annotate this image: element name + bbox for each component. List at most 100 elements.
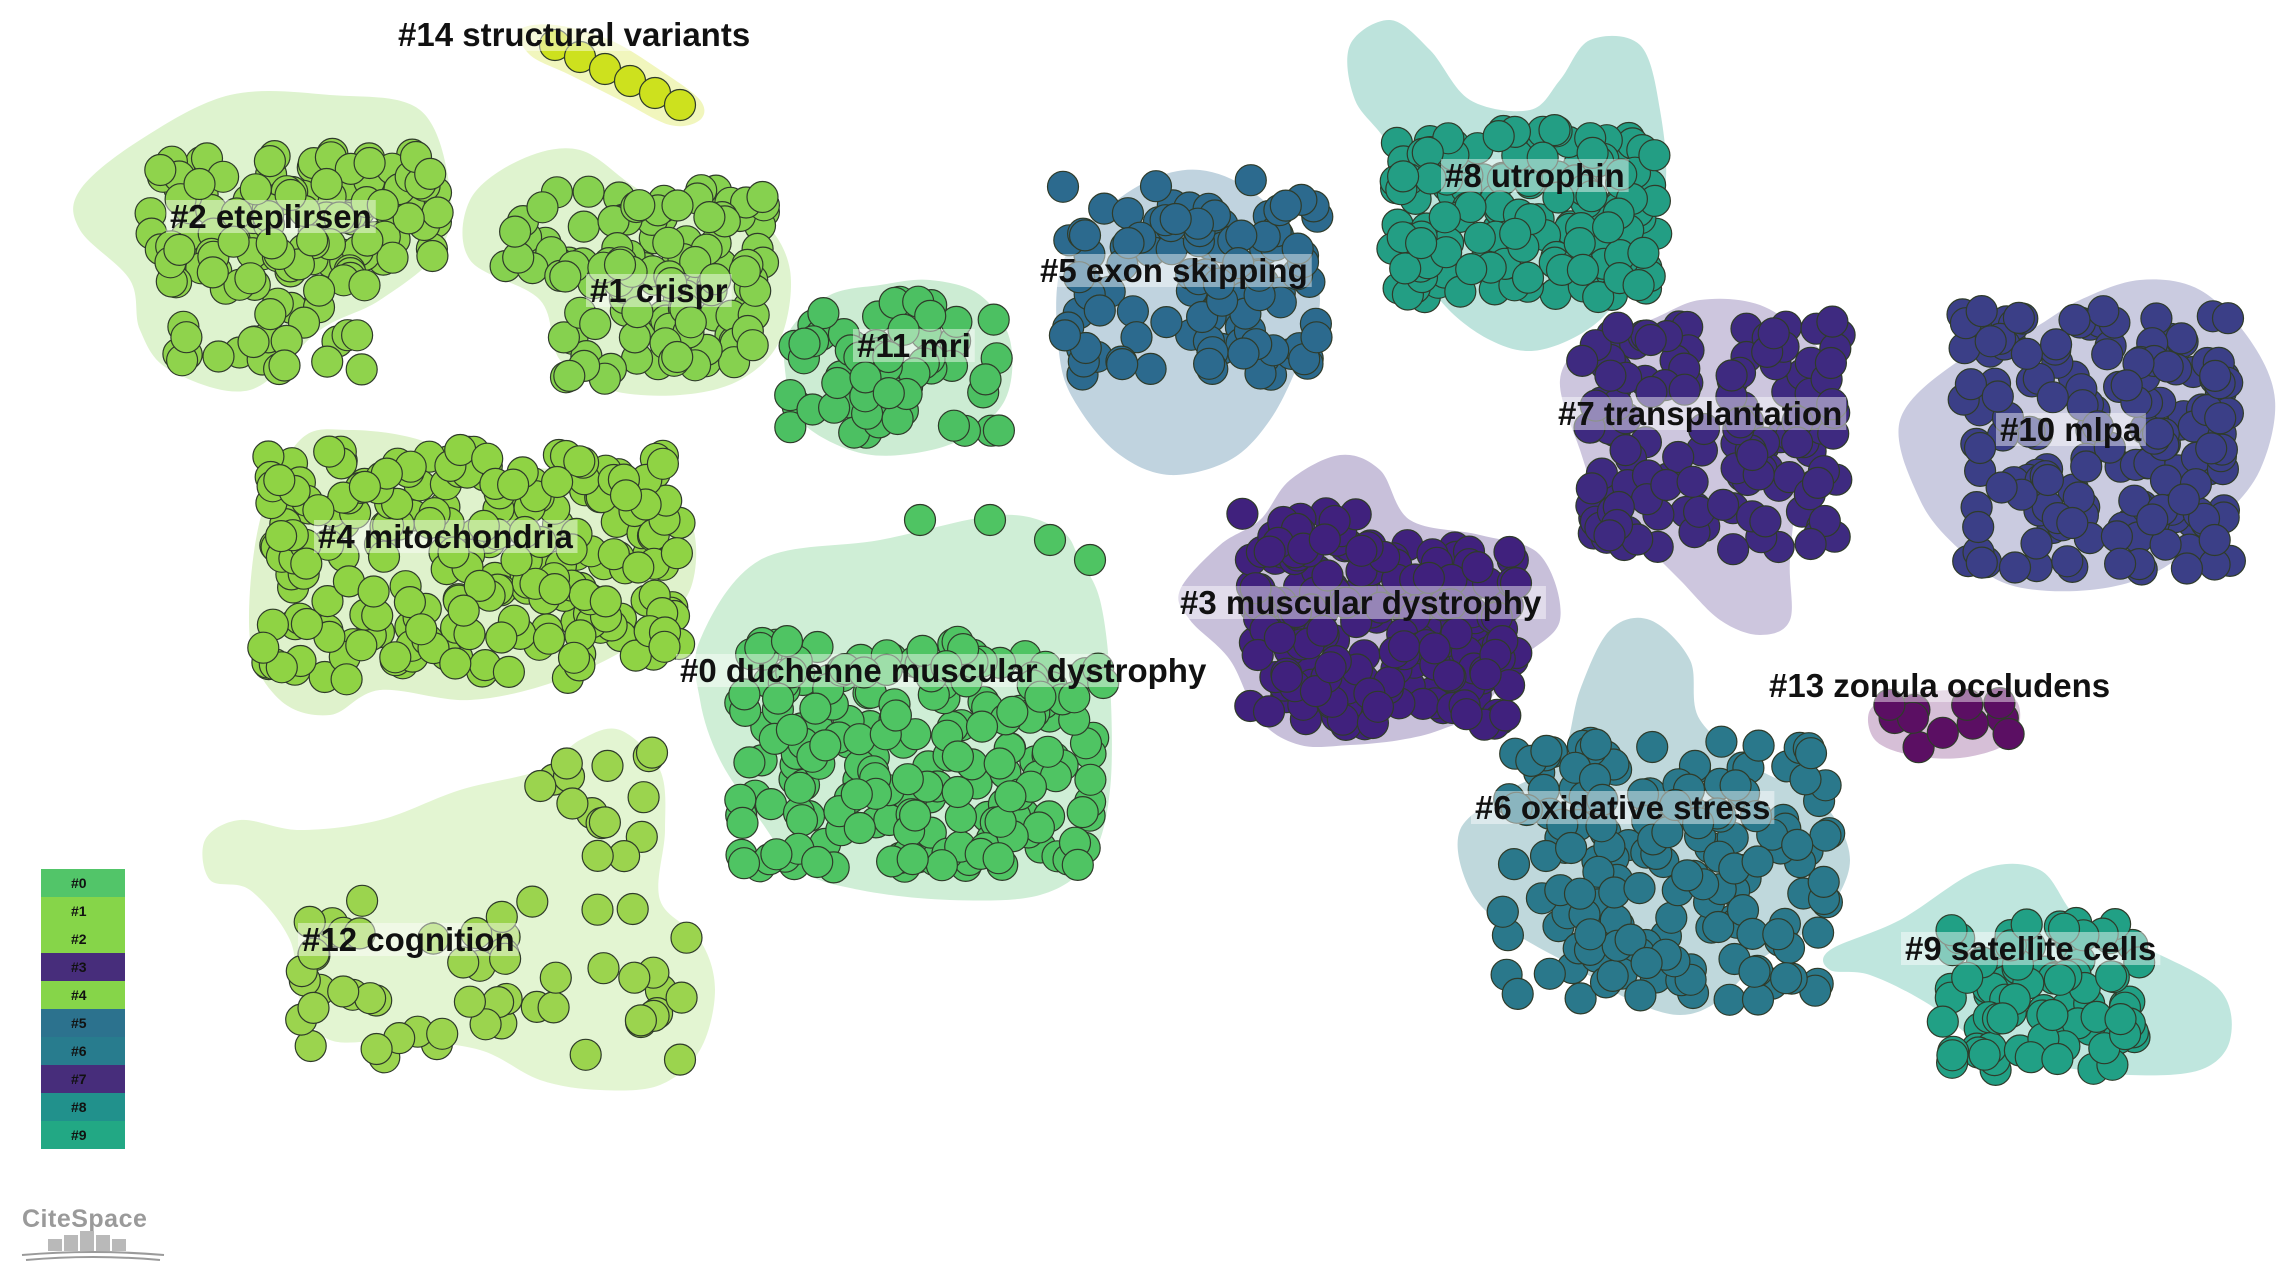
- cluster-3-node: [1311, 559, 1344, 592]
- legend-item-6: #6: [41, 1037, 125, 1065]
- cluster-3-node: [1499, 566, 1533, 600]
- cluster-0-node: [783, 771, 817, 804]
- cluster-0-node: [799, 692, 832, 725]
- cluster-5-node: [1063, 261, 1096, 294]
- cluster-8-node: [1605, 158, 1638, 191]
- cluster-6-node: [1655, 901, 1688, 934]
- cluster-7-node: [1566, 344, 1599, 377]
- cluster-4-node: [263, 464, 296, 497]
- cluster-2-node: [202, 340, 235, 373]
- cluster-0-node: [809, 729, 842, 762]
- cluster-8-node: [1482, 120, 1515, 153]
- cluster-11-node: [872, 340, 905, 374]
- cluster-5-node: [1120, 321, 1153, 354]
- cluster-12-node: [343, 917, 376, 950]
- cluster-1-node: [579, 307, 612, 341]
- cluster-11-node: [872, 377, 905, 410]
- cluster-7-node: [1593, 519, 1626, 552]
- cluster-12-node: [550, 747, 583, 780]
- cluster-1-node: [572, 175, 605, 208]
- cluster-0-node: [906, 634, 939, 668]
- cluster-7-node: [1801, 466, 1835, 499]
- cluster-label-14: #14 structural variants: [398, 16, 750, 53]
- cluster-4-node: [439, 647, 472, 680]
- cluster-1-node: [526, 191, 559, 224]
- cluster-labels: #0 duchenne muscular dystrophy#1 crispr#…: [166, 16, 2161, 967]
- cluster-9-node: [2041, 1042, 2074, 1076]
- cluster-7-node: [1716, 533, 1750, 566]
- cluster-8-node: [1576, 136, 1609, 169]
- cluster-6-node: [1807, 865, 1840, 899]
- cluster-10-node: [2002, 301, 2036, 334]
- cluster-label-bg-10: [1996, 413, 2146, 446]
- cluster-11-node: [788, 327, 821, 360]
- cluster-4-node: [393, 585, 426, 619]
- cluster-13-node: [1951, 688, 1984, 722]
- cluster-1-node: [623, 189, 656, 222]
- cluster-2-node: [348, 269, 381, 302]
- cluster-10-node: [2141, 417, 2175, 450]
- cluster-label-6: #6 oxidative stress: [1475, 789, 1770, 826]
- cluster-3-node: [1412, 561, 1446, 595]
- cluster-8-node: [1622, 269, 1655, 302]
- cluster-2-node: [310, 167, 343, 201]
- cluster-12-node: [624, 1004, 658, 1037]
- cluster-8-node: [1389, 252, 1422, 285]
- cluster-2-node: [217, 225, 250, 258]
- cluster-0-node: [898, 799, 932, 832]
- cluster-label-4: #4 mitochondria: [318, 518, 574, 555]
- cluster-5-node: [1083, 294, 1116, 327]
- cluster-12-node: [581, 893, 614, 926]
- cluster-2-node: [416, 239, 449, 273]
- cluster-label-1: #1 crispr: [590, 272, 728, 309]
- cluster-8-node: [1386, 160, 1420, 193]
- cluster-12-node: [524, 769, 557, 803]
- cluster-2-node: [255, 227, 288, 260]
- cluster-10-node: [2198, 523, 2231, 557]
- cluster-1-node: [736, 329, 769, 362]
- cluster-7-node: [1676, 465, 1709, 498]
- cluster-10-node: [1985, 471, 2018, 504]
- cluster-11-node: [969, 363, 1002, 396]
- cluster-12-node: [297, 991, 330, 1025]
- cluster-6-node: [1630, 946, 1663, 980]
- cluster-10-node: [2151, 350, 2184, 383]
- cluster-0-node: [733, 746, 766, 779]
- cluster-12-node: [539, 961, 572, 994]
- cluster-6-node: [1564, 982, 1597, 1015]
- cluster-6-node: [1563, 877, 1597, 910]
- cluster-3-node: [1345, 534, 1378, 567]
- cluster-10-node: [2020, 527, 2053, 560]
- cluster-label-3: #3 muscular dystrophy: [1180, 584, 1542, 621]
- cluster-12-node: [417, 922, 450, 955]
- cluster-1-node: [655, 267, 688, 300]
- cluster-2-node: [341, 319, 374, 352]
- cluster-4-node: [496, 468, 530, 501]
- cluster-4-node: [467, 509, 500, 543]
- cluster-3-node: [1329, 586, 1363, 619]
- cluster-7-node: [1757, 317, 1790, 350]
- cluster-label-8: #8 utrophin: [1445, 157, 1625, 194]
- cluster-5-node: [1300, 321, 1333, 354]
- cluster-6-node: [1713, 983, 1746, 1016]
- cluster-1-node: [674, 306, 707, 339]
- cluster-11-node: [914, 299, 947, 332]
- cluster-10-node: [2195, 432, 2228, 465]
- cluster-8-node: [1455, 253, 1488, 286]
- cluster-label-10: #10 mlpa: [2000, 411, 2142, 448]
- cluster-0-node: [727, 847, 761, 880]
- cluster-11-node: [821, 366, 854, 400]
- cluster-12-node: [447, 946, 480, 979]
- cluster-9-node: [1936, 1039, 1969, 1072]
- cluster-label-bg-7: [1554, 397, 1847, 430]
- cluster-10-node: [1954, 368, 1988, 401]
- cluster-5-node: [1234, 164, 1267, 197]
- cluster-7-node: [1687, 412, 1721, 446]
- cluster-0-node: [1031, 735, 1065, 768]
- cluster-6-node: [1623, 871, 1656, 905]
- cluster-0-node: [996, 695, 1029, 729]
- cluster-label-12: #12 cognition: [302, 921, 515, 958]
- cluster-11-node: [807, 297, 840, 330]
- cluster-3-node: [1306, 614, 1339, 647]
- cluster-12-node: [327, 975, 360, 1008]
